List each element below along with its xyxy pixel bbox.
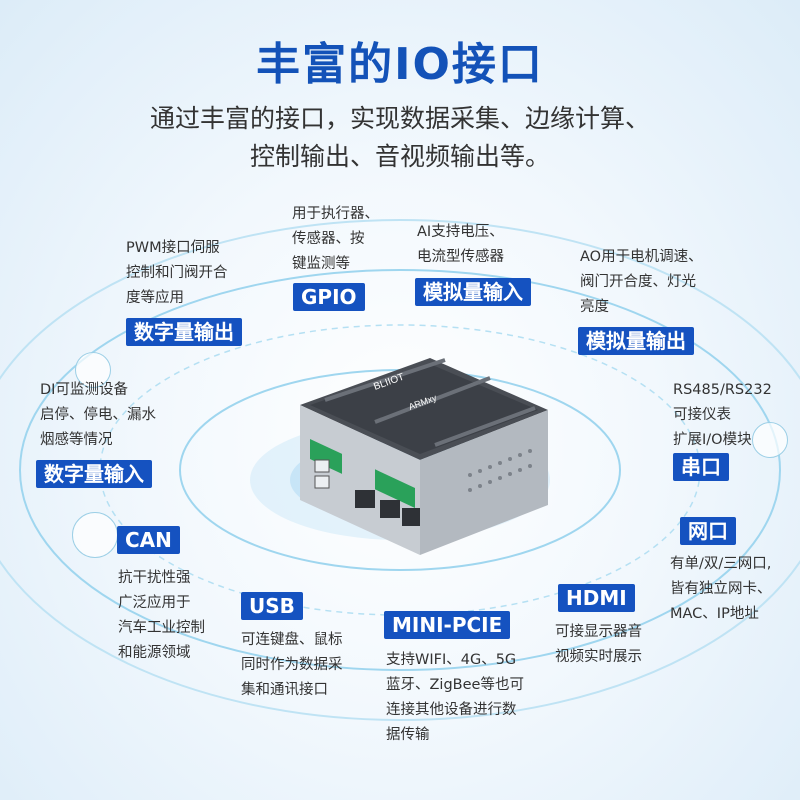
hdmi-label: HDMI <box>558 584 635 612</box>
hdmi-description: 可接显示器音 视频实时展示 <box>555 624 642 665</box>
analog-output-label: 模拟量输出 <box>578 327 694 355</box>
gpio-label: GPIO <box>293 283 365 311</box>
serial-port-description: RS485/RS232 可接仪表 扩展I/O模块 <box>673 382 772 448</box>
digital-input-label: 数字量输入 <box>36 460 152 488</box>
ethernet-description: 有单/双/三网口, 皆有独立网卡、 MAC、IP地址 <box>670 556 772 622</box>
can-icon <box>72 512 118 558</box>
can-label: CAN <box>117 526 180 554</box>
armxy-device-image: BLIIOT ARMxy <box>300 358 548 555</box>
ethernet-label: 网口 <box>680 517 736 545</box>
subtitle-line-2: 控制输出、音视频输出等。 <box>249 142 550 171</box>
minipcie-label: MINI-PCIE <box>384 611 511 639</box>
digital-output-description: PWM接口伺服 控制和门阀开合 度等应用 <box>126 240 228 306</box>
gpio-description: 用于执行器、 传感器、按 键监测等 <box>292 206 379 272</box>
subtitle-line-1: 通过丰富的接口，实现数据采集、边缘计算、 <box>149 104 650 133</box>
serial-port-label: 串口 <box>673 453 729 481</box>
page-title: 丰富的IO接口 <box>256 39 544 90</box>
page-subtitle: 通过丰富的接口，实现数据采集、边缘计算、 控制输出、音视频输出等。 <box>0 100 800 176</box>
analog-output-description: AO用于电机调速、 阀门开合度、灯光 亮度 <box>580 249 703 315</box>
analog-input-description: AI支持电压、 电流型传感器 <box>417 224 504 265</box>
usb-label: USB <box>241 592 303 620</box>
digital-input-icon <box>75 352 111 388</box>
minipcie-description: 支持WIFI、4G、5G 蓝牙、ZigBee等也可 连接其他设备进行数 据传输 <box>386 652 524 743</box>
serial-signal-icon <box>752 422 788 458</box>
digital-output-label: 数字量输出 <box>126 318 242 346</box>
usb-description: 可连键盘、鼠标 同时作为数据采 集和通讯接口 <box>241 632 343 698</box>
can-description: 抗干扰性强 广泛应用于 汽车工业控制 和能源领域 <box>118 570 205 661</box>
digital-input-description: DI可监测设备 启停、停电、漏水 烟感等情况 <box>40 382 156 448</box>
analog-input-label: 模拟量输入 <box>415 278 531 306</box>
